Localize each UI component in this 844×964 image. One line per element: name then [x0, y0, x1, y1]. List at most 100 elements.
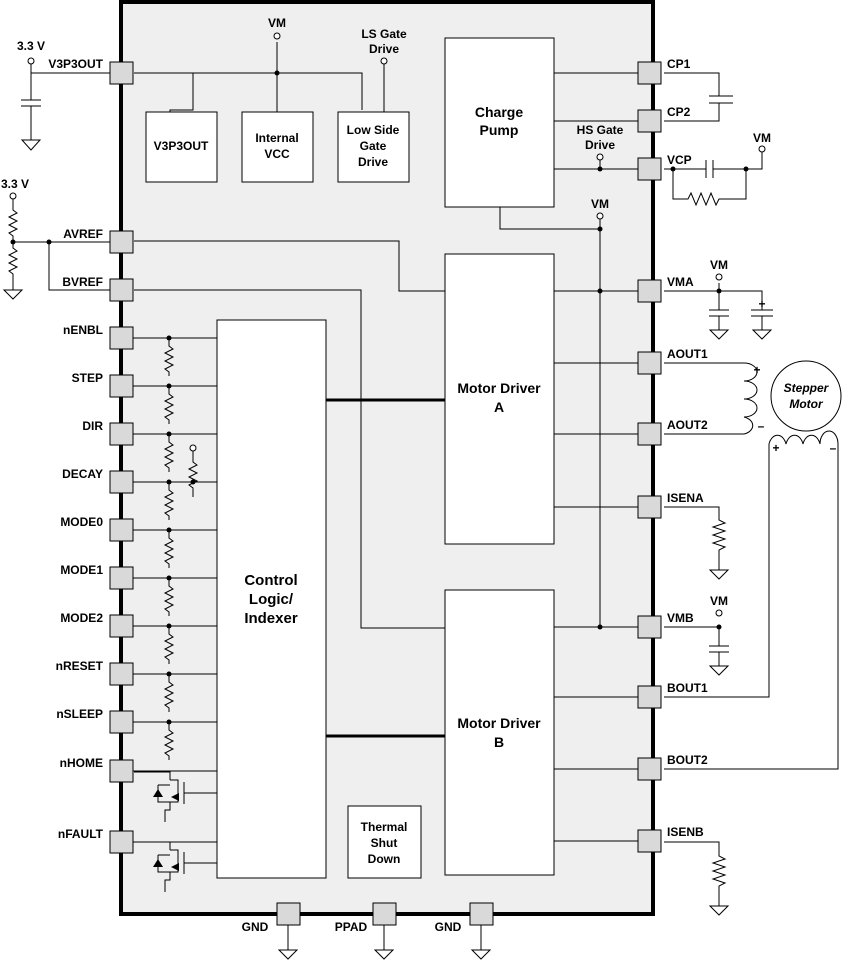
pin-label-nreset: nRESET [56, 659, 104, 673]
pin-label-aout1: AOUT1 [667, 347, 708, 361]
vm-label-rail: VM [591, 197, 609, 211]
pin-label-cp2: CP2 [667, 105, 691, 119]
pin-bout1 [637, 685, 662, 709]
vm-label-internal: VM [268, 16, 286, 30]
pin-vcp [637, 157, 662, 181]
ls-gate-drive-terminal [380, 57, 388, 65]
ls-gate-drive-line-1: LS Gate [361, 27, 407, 41]
pin-nhome [109, 759, 134, 783]
motor-driver-b-block [444, 589, 555, 876]
pin-nenbl [109, 326, 134, 350]
stepper-motor-line-1: Stepper [784, 381, 830, 395]
supply-3v3-label-top: 3.3 V [17, 39, 45, 53]
vm-terminal-rail [596, 212, 604, 220]
coil-a-plus-label: + [753, 363, 760, 377]
v3p3out-block-label: V3P3OUT [154, 139, 209, 153]
external-circuitry [2, 64, 842, 960]
pin-label-vma: VMA [667, 275, 694, 289]
pin-cp1 [637, 61, 662, 85]
lsgd-line-2: Gate [360, 139, 387, 153]
pin-label-vcp: VCP [667, 153, 692, 167]
pin-label-bottom-2: GND [435, 920, 462, 934]
pin-vmb [637, 615, 662, 639]
pin-isenb [637, 829, 662, 853]
motor-driver-a-line-2: A [494, 399, 504, 415]
control-logic-line-2: Logic/ [249, 591, 294, 608]
open-drain-fet-nhome [134, 771, 217, 822]
pin-label-nfault: nFAULT [58, 827, 104, 841]
internal-vcc-line-2: VCC [264, 147, 290, 161]
pin-bottom-gnd-0 [276, 902, 301, 926]
pin-label-vmb: VMB [667, 611, 694, 625]
pin-v3p3out [109, 61, 134, 85]
pin-label-bottom-0: GND [242, 920, 269, 934]
pin-bottom-ppad-1 [372, 902, 397, 926]
pin-bottom-gnd-2 [469, 902, 494, 926]
hs-gate-drive-line-2: Drive [585, 138, 615, 152]
pin-label-decay: DECAY [62, 467, 103, 481]
vm-terminal-internal [273, 32, 281, 40]
pin-label-cp1: CP1 [667, 57, 691, 71]
vm-label-vma: VM [710, 258, 728, 272]
left-pin-wires [133, 337, 217, 843]
charge-pump-line-2: Pump [480, 122, 519, 138]
pin-label-step: STEP [72, 371, 103, 385]
pin-label-aout2: AOUT2 [667, 418, 708, 432]
pin-bout2 [637, 757, 662, 781]
thermal-line-1: Thermal [361, 820, 408, 834]
vm-label-vcp: VM [753, 131, 771, 145]
decay-resistor [187, 444, 199, 497]
pin-vma [637, 279, 662, 303]
internal-wiring [134, 42, 638, 842]
thermal-shutdown-block [347, 805, 422, 879]
pin-mode0 [109, 518, 134, 542]
thermal-line-2: Shut [371, 836, 398, 850]
pin-cp2 [637, 109, 662, 133]
lsgd-line-3: Drive [358, 155, 388, 169]
internal-vcc-line-1: Internal [255, 131, 298, 145]
stepper-motor-line-2: Motor [789, 397, 824, 411]
hs-gate-drive-line-1: HS Gate [577, 123, 624, 137]
pin-nfault [109, 830, 134, 854]
pin-label-dir: DIR [82, 419, 103, 433]
pin-label-mode1: MODE1 [60, 563, 103, 577]
pin-label-mode2: MODE2 [60, 611, 103, 625]
lsgd-line-1: Low Side [347, 123, 400, 137]
pin-label-bout2: BOUT2 [667, 753, 708, 767]
pin-label-bout1: BOUT1 [667, 681, 708, 695]
pin-aout2 [637, 422, 662, 446]
control-logic-line-1: Control [244, 572, 297, 589]
motor-driver-b-line-1: Motor Driver [457, 715, 541, 731]
thermal-line-3: Down [368, 852, 401, 866]
coil-b-plus-label: + [772, 441, 779, 455]
pin-isena [637, 495, 662, 519]
pin-bvref [109, 278, 134, 302]
pin-label-v3p3out: V3P3OUT [48, 57, 103, 71]
pin-aout1 [637, 351, 662, 375]
control-logic-line-3: Indexer [244, 610, 298, 627]
low-side-gate-drive-block [337, 111, 410, 183]
pin-label-nenbl: nENBL [63, 323, 103, 337]
pin-decay [109, 470, 134, 494]
pin-label-isena: ISENA [667, 491, 704, 505]
pin-label-nhome: nHOME [60, 756, 103, 770]
pin-label-bvref: BVREF [62, 275, 103, 289]
pin-mode1 [109, 566, 134, 590]
open-drain-fet-nfault [134, 841, 217, 892]
hs-gate-drive-terminal [596, 153, 604, 161]
control-logic-block [216, 319, 327, 879]
pin-nsleep [109, 710, 134, 734]
pin-step [109, 374, 134, 398]
pin-nreset [109, 662, 134, 686]
cap-plus-label: + [758, 297, 765, 311]
pin-label-bottom-1: PPAD [335, 920, 368, 934]
v3p3out-block [145, 111, 218, 183]
pin-label-nsleep: nSLEEP [56, 707, 103, 721]
pin-label-avref: AVREF [63, 227, 103, 241]
coil-a-minus-label: – [758, 419, 765, 433]
pin-avref [109, 230, 134, 254]
motor-driver-a-line-1: Motor Driver [457, 380, 541, 396]
pins: V3P3OUTAVREFBVREFnENBLSTEPDIRDECAYMODE0M… [48, 57, 708, 934]
pin-dir [109, 422, 134, 446]
